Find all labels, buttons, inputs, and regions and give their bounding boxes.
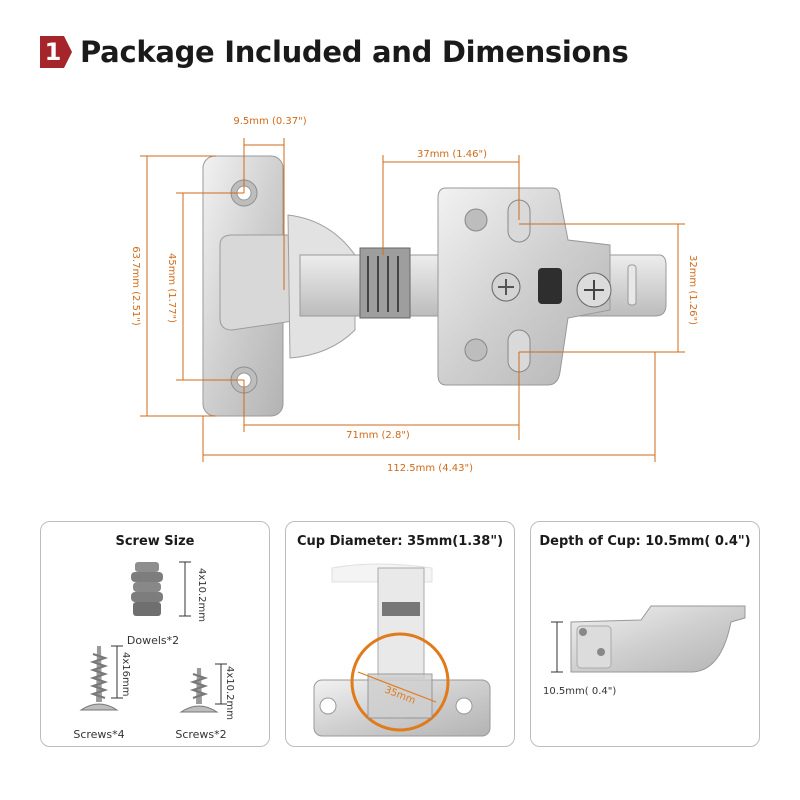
dim-plate-hole-width: 9.5mm (0.37") — [233, 116, 306, 127]
cup-depth-label: 10.5mm( 0.4") — [543, 686, 616, 697]
screw-size-card: Screw Size 4x10.2mm Dowels*2 4x16mm Scre… — [40, 521, 270, 747]
cup-diameter-card: Cup Diameter: 35mm(1.38") 35mm — [285, 521, 515, 747]
short-screw-size-label: 4x10.2mm — [224, 666, 235, 720]
dimension-lines — [140, 138, 685, 462]
cup-illustration: 35mm — [313, 563, 491, 737]
cup-depth-title: Depth of Cup: 10.5mm( 0.4") — [539, 534, 751, 549]
screw-illustrations: 4x10.2mm Dowels*2 4x16mm Screws*4 4x10.2… — [73, 561, 235, 741]
cup-depth-illustration: 10.5mm( 0.4") — [543, 605, 746, 697]
section-number-badge: 1 — [40, 36, 72, 68]
screw-size-title: Screw Size — [115, 534, 195, 549]
dim-cup-to-hole: 37mm (1.46") — [417, 149, 487, 160]
cup-depth-card: Depth of Cup: 10.5mm( 0.4") 10.5mm( 0.4"… — [530, 521, 760, 747]
page-title: Package Included and Dimensions — [80, 35, 629, 69]
dim-overall-length: 112.5mm (4.43") — [387, 463, 473, 474]
cup-diameter-title: Cup Diameter: 35mm(1.38") — [296, 534, 504, 549]
dowel-icon — [131, 562, 163, 616]
dim-hole-span: 71mm (2.8") — [346, 430, 410, 441]
header: 1 Package Included and Dimensions — [40, 32, 629, 72]
dim-plate-height: 63.7mm (2.51") — [130, 246, 141, 326]
dowel-size-label: 4x10.2mm — [196, 568, 207, 622]
long-screw-size-label: 4x16mm — [120, 652, 131, 697]
short-screw-icon — [179, 668, 219, 713]
short-screw-count-label: Screws*2 — [175, 728, 226, 741]
long-screw-count-label: Screws*4 — [73, 728, 124, 741]
base-plate — [437, 187, 637, 386]
dim-mount-hole-spacing: 32mm (1.26") — [687, 255, 698, 325]
hinge-diagram: 9.5mm (0.37") 37mm (1.46") 63.7mm (2.51"… — [130, 116, 698, 474]
mounting-plate — [202, 155, 356, 417]
long-screw-icon — [79, 646, 119, 711]
dowel-count-label: Dowels*2 — [127, 634, 179, 647]
dim-plate-hole-spacing: 45mm (1.77") — [166, 253, 177, 323]
cup-circle-highlight — [350, 632, 450, 732]
